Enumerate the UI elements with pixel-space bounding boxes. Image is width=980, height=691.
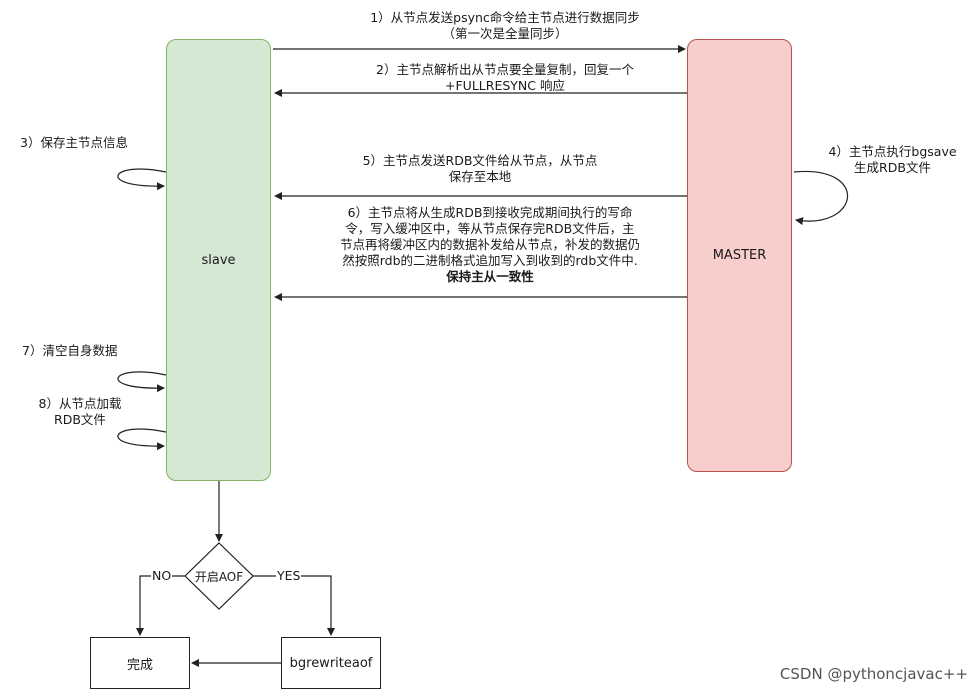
- done-label: 完成: [126, 657, 153, 673]
- condition-label: 开启AOF: [194, 570, 244, 584]
- bgrewriteaof-node: bgrewriteaof: [281, 637, 381, 689]
- master-label: MASTER: [712, 248, 767, 263]
- step3-label: 3）保存主节点信息: [20, 135, 128, 150]
- arrow-yes-branch: [253, 575, 335, 636]
- step5-label: 5）主节点发送RDB文件给从节点，从节点保存至本地: [362, 153, 598, 184]
- yes-branch-label: YES: [276, 568, 302, 583]
- watermark: CSDN @pythoncjavac++: [779, 665, 968, 683]
- arrow-no-branch: [136, 575, 185, 636]
- slave-node: slave: [166, 39, 271, 481]
- no-branch-label: NO: [151, 568, 173, 583]
- slave-label: slave: [201, 252, 236, 268]
- step2-label: 2）主节点解析出从节点要全量复制，回复一个+FULLRESYNC 响应: [376, 62, 634, 93]
- step7-label: 7）清空自身数据: [22, 343, 118, 358]
- step6-label: 6）主节点将从生成RDB到接收完成期间执行的写命令，写入缓冲区中，等从节点保存完…: [295, 205, 685, 285]
- bgrewriteaof-label: bgrewriteaof: [289, 655, 373, 671]
- loop-step7: [117, 371, 167, 393]
- step6-bold-label: 保持主从一致性: [446, 269, 534, 284]
- loop-step4: [793, 170, 849, 226]
- step1-label: 1）从节点发送psync命令给主节点进行数据同步（第一次是全量同步）: [370, 10, 640, 41]
- loop-step3: [117, 168, 167, 191]
- condition-diamond: [184, 542, 254, 610]
- master-node: MASTER: [687, 39, 792, 472]
- done-node: 完成: [90, 637, 190, 689]
- loop-step8: [117, 428, 167, 451]
